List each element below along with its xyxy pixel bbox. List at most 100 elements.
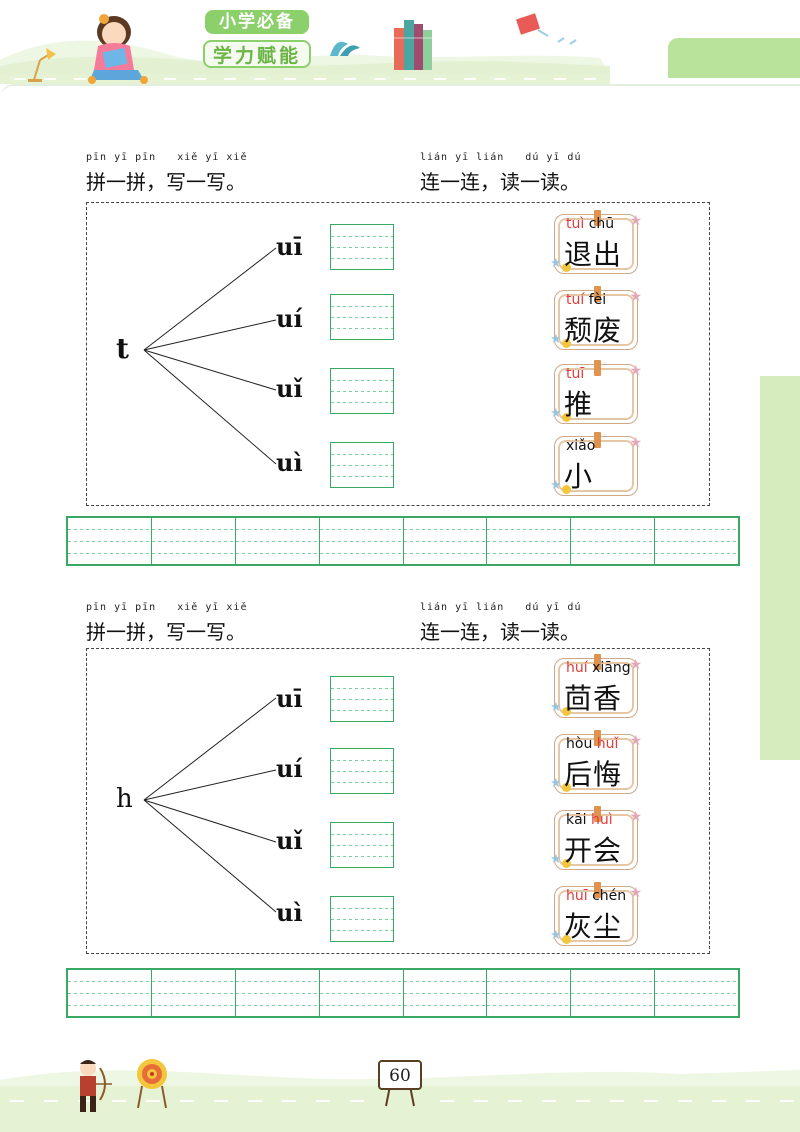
card-pinyin: kāi huì (566, 812, 613, 828)
card-hanzi: 茴香 (564, 682, 623, 715)
star-icon: ★ (629, 289, 642, 305)
section1-word-card[interactable]: ★ ★ tuī 推 (550, 360, 642, 424)
card-hanzi: 推 (564, 388, 594, 421)
card-pinyin: huí xiāng (566, 660, 631, 676)
section2-right-pinyin: lián yī lián dú yī dú (420, 602, 582, 613)
pinyin-syllable: huí (566, 660, 588, 676)
section2-initial: h (116, 784, 133, 814)
section1-writing-grid[interactable] (66, 516, 740, 566)
archery-target-icon (137, 1059, 167, 1109)
section1-word-card[interactable]: ★ ★ tuì chū 退出 (550, 210, 642, 274)
section1-word-card[interactable]: ★ ★ tuí fèi 颓废 (550, 286, 642, 350)
section1-final-3: uǐ (276, 374, 303, 403)
section2-writing-grid[interactable] (66, 968, 740, 1018)
pinyin-syllable: chén (587, 888, 627, 904)
star-icon: ★ (550, 406, 562, 421)
pinyin-syllable: xiāng (587, 660, 631, 676)
side-tab (760, 376, 800, 760)
section2-word-card[interactable]: ★ ★ huī chén 灰尘 (550, 882, 642, 946)
section1-word-card[interactable]: ★ ★ xiǎo 小 (550, 432, 642, 496)
writing-cell[interactable] (655, 518, 738, 564)
star-icon: ★ (550, 256, 562, 271)
section1-connector-lines (143, 247, 277, 465)
card-pinyin: xiǎo (566, 438, 595, 454)
writing-cell[interactable] (571, 970, 656, 1016)
page-frame (0, 84, 800, 1076)
section2-final-3: uǐ (276, 826, 303, 855)
section1-write-box-1[interactable] (330, 224, 394, 270)
writing-cell[interactable] (68, 518, 152, 564)
section1-final-4: uì (276, 448, 303, 477)
star-icon: ★ (629, 213, 642, 229)
card-pinyin: tuì chū (566, 216, 614, 232)
section1-write-box-2[interactable] (330, 294, 394, 340)
star-icon: ★ (550, 928, 562, 943)
section2-write-box-2[interactable] (330, 748, 394, 794)
card-pinyin: huī chén (566, 888, 626, 904)
star-icon: ★ (629, 809, 642, 825)
pinyin-syllable: huī (566, 888, 588, 904)
section2-final-4: uì (276, 898, 303, 927)
pinyin-syllable: tuī (566, 366, 585, 382)
section1-initial: t (116, 332, 129, 365)
card-hanzi: 灰尘 (564, 910, 623, 943)
page-number: 60 (378, 1060, 422, 1090)
pinyin-syllable: tuí (566, 292, 585, 308)
star-icon: ★ (550, 852, 562, 867)
section2-write-box-1[interactable] (330, 676, 394, 722)
writing-cell[interactable] (235, 518, 320, 564)
writing-cell[interactable] (235, 970, 320, 1016)
writing-cell[interactable] (68, 970, 152, 1016)
section2-left-title: 拼一拼，写一写。 (86, 620, 246, 644)
plant-leaves-icon (330, 41, 360, 56)
section1-write-box-4[interactable] (330, 442, 394, 488)
writing-cell[interactable] (319, 518, 404, 564)
section1-left-title: 拼一拼，写一写。 (86, 170, 246, 194)
writing-cell[interactable] (403, 970, 488, 1016)
pinyin-syllable: chū (584, 216, 615, 232)
section2-word-card[interactable]: ★ ★ hòu huǐ 后悔 (550, 730, 642, 794)
section1-right-pinyin: lián yī lián dú yī dú (420, 152, 582, 163)
pinyin-syllable: fèi (584, 292, 607, 308)
archer-boy-illustration (80, 1060, 112, 1112)
writing-cell[interactable] (487, 518, 572, 564)
section1-left-pinyin: pīn yī pīn xiě yī xiě (86, 152, 248, 163)
card-pinyin: tuī (566, 366, 584, 382)
flying-book-icon (516, 13, 549, 37)
star-icon: ★ (629, 885, 642, 901)
books-icon (394, 20, 432, 70)
writing-cell[interactable] (487, 970, 572, 1016)
section2-word-card[interactable]: ★ ★ kāi huì 开会 (550, 806, 642, 870)
section1-write-box-3[interactable] (330, 368, 394, 414)
pinyin-syllable: tuì (566, 216, 585, 232)
card-pinyin: hòu huǐ (566, 736, 618, 752)
writing-cell[interactable] (403, 518, 488, 564)
star-icon: ★ (550, 332, 562, 347)
pinyin-syllable: xiǎo (566, 438, 596, 454)
section2-write-box-3[interactable] (330, 822, 394, 868)
star-icon: ★ (629, 435, 642, 451)
section1-exercise-box (86, 202, 710, 506)
logo-bottom-banner: 学力赋能 (203, 40, 311, 68)
writing-cell[interactable] (571, 518, 656, 564)
pinyin-syllable: huǐ (592, 736, 619, 752)
star-icon: ★ (629, 733, 642, 749)
section1-right-title: 连一连，读一读。 (420, 170, 580, 194)
card-hanzi: 后悔 (564, 758, 623, 791)
card-pinyin: tuí fèi (566, 292, 606, 308)
section1-final-1: uī (276, 232, 303, 261)
writing-cell[interactable] (655, 970, 738, 1016)
writing-cell[interactable] (151, 518, 236, 564)
section1-final-2: uí (276, 304, 303, 333)
card-hanzi: 颓废 (564, 314, 623, 347)
star-icon: ★ (550, 700, 562, 715)
writing-cell[interactable] (319, 970, 404, 1016)
star-icon: ★ (550, 478, 562, 493)
section2-word-card[interactable]: ★ ★ huí xiāng 茴香 (550, 654, 642, 718)
writing-cell[interactable] (151, 970, 236, 1016)
section2-final-1: uī (276, 684, 303, 713)
star-icon: ★ (550, 776, 562, 791)
pinyin-syllable: huì (586, 812, 613, 828)
section2-write-box-4[interactable] (330, 896, 394, 942)
section2-right-title: 连一连，读一读。 (420, 620, 580, 644)
